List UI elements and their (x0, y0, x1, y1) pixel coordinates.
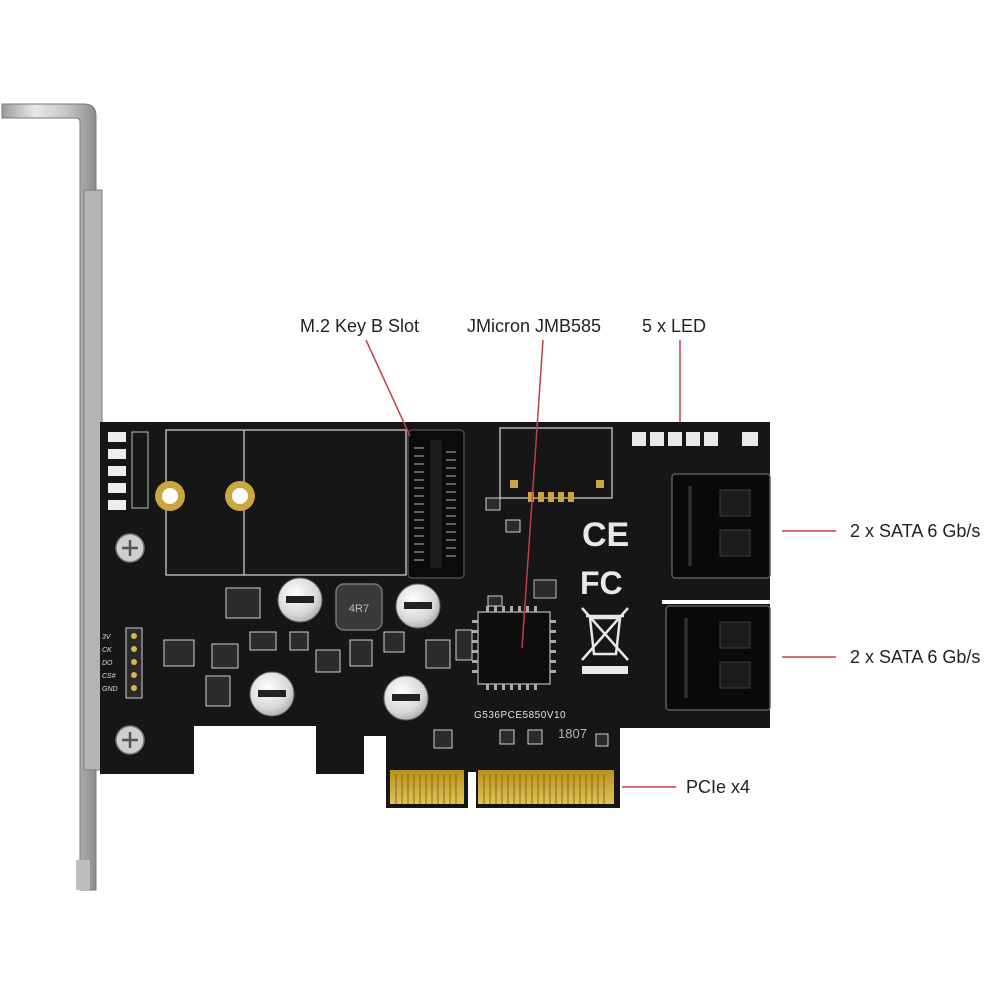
led-row (632, 432, 758, 446)
jmb585-chip (472, 606, 556, 690)
fcc-mark: FC (580, 565, 623, 601)
m2-connector (407, 429, 465, 579)
pcie-contacts (390, 770, 614, 804)
ce-mark: CE (582, 516, 629, 554)
pin-header: 3V CK DO CS# GND (102, 627, 143, 699)
header-pin-label: CS# (102, 673, 116, 680)
inductor: 4R7 (335, 583, 383, 631)
metal-bracket (1, 103, 103, 891)
pcie-label: PCIe x4 (686, 777, 751, 797)
screw-icon (115, 725, 145, 755)
mounting-hole (225, 481, 255, 511)
smd-components (163, 497, 609, 749)
led-column (108, 431, 149, 510)
capacitor-icon (395, 583, 441, 629)
controller-label: JMicron JMB585 (467, 316, 602, 336)
crystal-component (533, 579, 557, 599)
m2-slot-label: M.2 Key B Slot (300, 316, 420, 336)
pin-pads (510, 480, 604, 502)
sata-lower-label: 2 x SATA 6 Gb/s (850, 647, 981, 667)
capacitor-icon (249, 671, 295, 717)
screw-icon (115, 533, 145, 563)
inductor-marking: 4R7 (349, 603, 369, 615)
leader-m2 (365, 339, 411, 437)
capacitor-icon (383, 675, 429, 721)
header-pin-label: GND (102, 686, 118, 693)
board-code: G536PCE5850V10 (474, 710, 566, 721)
sata-port-upper (671, 473, 771, 579)
sata-port-lower (665, 605, 771, 711)
header-pin-label: DO (102, 660, 113, 667)
header-pin-label: CK (102, 647, 112, 654)
sata-upper-label: 2 x SATA 6 Gb/s (850, 521, 981, 541)
crossed-out-bin-icon (581, 607, 629, 674)
chip-marking: 1807 (558, 726, 587, 741)
leader-controller (521, 339, 544, 649)
mounting-hole (155, 481, 185, 511)
header-pin-label: 3V (102, 634, 112, 641)
capacitor-icon (277, 577, 323, 623)
callout-leaders (365, 339, 836, 788)
led-label: 5 x LED (642, 316, 707, 336)
